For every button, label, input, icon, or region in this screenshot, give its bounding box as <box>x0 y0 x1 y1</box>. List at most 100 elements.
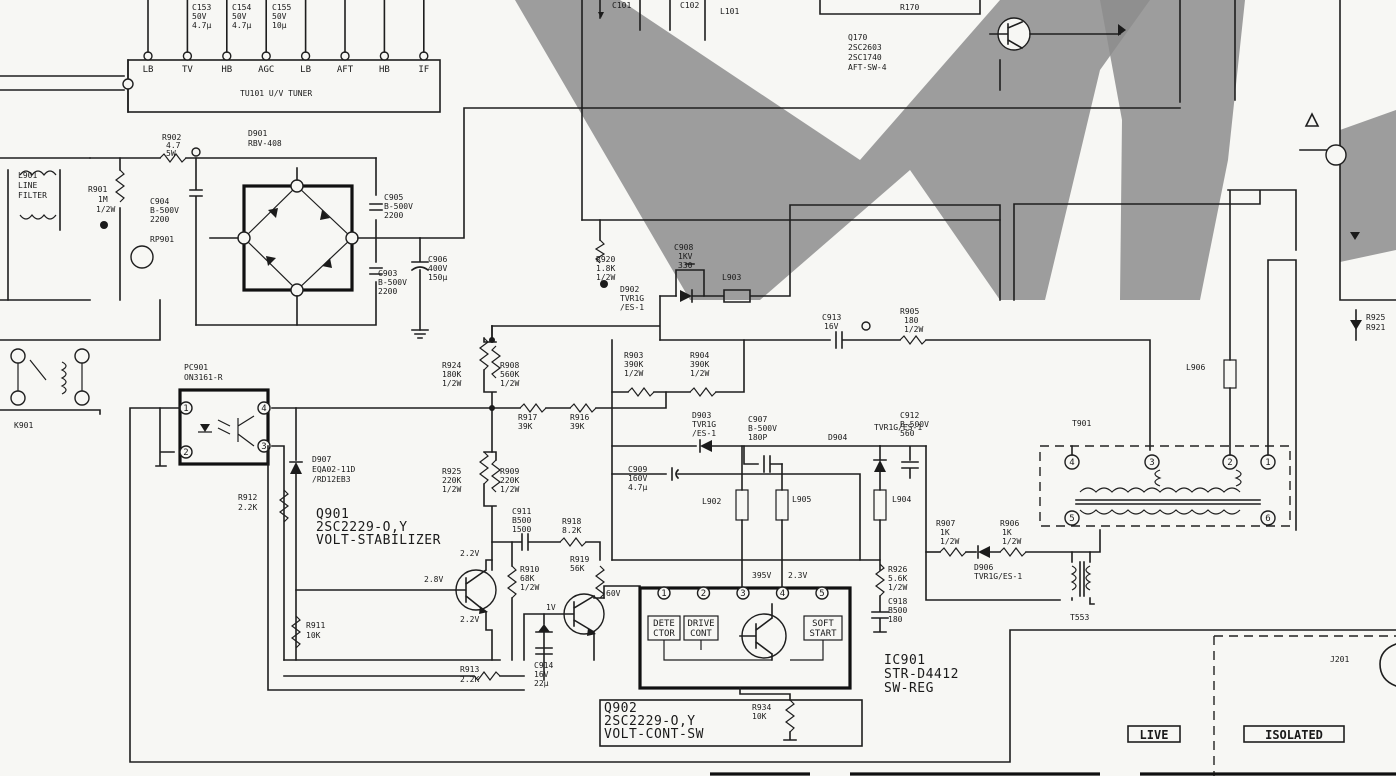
tuner-cap-val1: 50V <box>192 12 207 21</box>
ic901-pin-label: 5 <box>819 589 824 599</box>
q170-role: AFT-SW-4 <box>848 63 887 72</box>
r924-ref: R924 <box>442 361 461 370</box>
c905-ref: C905 <box>384 193 403 202</box>
q901-part: 2SC2229-O,Y <box>316 520 408 535</box>
ic-block-cont: CONT <box>690 629 712 639</box>
d903-ref: D903 <box>692 411 711 420</box>
d904-ref: D904 <box>828 433 847 442</box>
q902-vc: 60V <box>606 589 621 598</box>
r906-val2: 1/2W <box>1002 537 1021 546</box>
d901-ref: D901 <box>248 129 267 138</box>
ic901-role: SW-REG <box>884 681 934 696</box>
d902-ref: D902 <box>620 285 639 294</box>
d907-part1: EQA02-11D <box>312 465 356 474</box>
l906-coil <box>1223 359 1237 389</box>
c905-val1: B-500V <box>384 202 413 211</box>
c903-ref: C903 <box>378 269 397 278</box>
c912-ref: C912 <box>900 411 919 420</box>
ic901-pin-label: 1 <box>661 589 666 599</box>
ic-block-start: START <box>809 629 837 639</box>
c918-val2: 180 <box>888 615 903 624</box>
c906-ref: C906 <box>428 255 447 264</box>
pc901-pin4: 4 <box>261 404 266 414</box>
l901-ref: L901 <box>18 171 37 180</box>
c906-val2: 150μ <box>428 273 447 282</box>
c908-val1: 1KV <box>678 252 693 261</box>
q901-vb: 2.8V <box>424 575 443 584</box>
r902-ref: R902 <box>162 133 181 142</box>
r918-ref: R918 <box>562 517 581 526</box>
r925b-ref: R925 <box>1366 313 1385 322</box>
tuner-pin-dot <box>182 51 193 61</box>
l906-label: L906 <box>1186 363 1205 372</box>
ic901-pin-dot <box>775 586 790 600</box>
c905-val2: 2200 <box>384 211 403 220</box>
isolation-area: J201 LIVE ISOLATED <box>710 635 1396 776</box>
r919-val1: 56K <box>570 564 585 573</box>
r908-val2: 1/2W <box>500 379 519 388</box>
top-parts: C101 C102 L101 R170 Q170 2SC2603 2SC1740… <box>581 0 1396 301</box>
tuner-label: TU101 U/V TUNER <box>240 89 312 98</box>
r910-val1: 68K <box>520 574 535 583</box>
r909-ref: R909 <box>500 467 519 476</box>
c903-val2: 2200 <box>378 287 397 296</box>
right-edge-parts: R925 R921 <box>1299 112 1385 341</box>
tuner-cap-ref: C155 <box>272 3 291 12</box>
r920-val1: 1.8K <box>596 264 615 273</box>
c907-val2: 180P <box>748 433 767 442</box>
ic-block-dete: DETE <box>653 619 675 629</box>
r905-ref: R905 <box>900 307 919 316</box>
r911-ref: R911 <box>306 621 325 630</box>
q170-part1: 2SC2603 <box>848 43 882 52</box>
r901-val1: 1M <box>98 195 108 204</box>
r917-val1: 39K <box>518 422 533 431</box>
r924-val2: 1/2W <box>442 379 461 388</box>
r924-val1: 180K <box>442 370 461 379</box>
pc901-part: ON3161-R <box>184 373 223 382</box>
q902-part: 2SC2229-O,Y <box>604 714 696 729</box>
c912-val2: 560 <box>900 429 915 438</box>
d907-part2: /RD12EB3 <box>312 475 351 484</box>
d903-val1: TVR1G <box>692 420 716 429</box>
c909-val2: 4.7μ <box>628 483 647 492</box>
l903-label: L903 <box>722 273 741 282</box>
r903-val2: 1/2W <box>624 369 643 378</box>
r903-val1: 390K <box>624 360 643 369</box>
l901-filter: FILTER <box>18 191 47 200</box>
c908-val2: 330 <box>678 261 693 270</box>
ic-block-ctor: CTOR <box>653 629 675 639</box>
r919-ref: R919 <box>570 555 589 564</box>
q902-ref: Q902 <box>604 701 637 716</box>
c907-val1: B-500V <box>748 424 777 433</box>
r904-ref: R904 <box>690 351 709 360</box>
r925-val2: 1/2W <box>442 485 461 494</box>
tuner-cap-val1: 50V <box>272 12 287 21</box>
r909-val2: 1/2W <box>500 485 519 494</box>
r908-ref: R908 <box>500 361 519 370</box>
background-watermark <box>515 0 1396 300</box>
right-lower-section: R926 5.6K 1/2W C918 B500 180 R907 1K 1/2… <box>871 445 1101 633</box>
j201-label: J201 <box>1330 655 1349 664</box>
t901-pin-label: 5 <box>1069 514 1074 524</box>
tuner-pin-label: AFT <box>337 65 354 75</box>
r916-val1: 39K <box>570 422 585 431</box>
r905-val2: 1/2W <box>904 325 923 334</box>
r909-val1: 220K <box>500 476 519 485</box>
c101-label: C101 <box>612 1 631 10</box>
live-tag: LIVE <box>1140 728 1169 742</box>
d907-ref: D907 <box>312 455 331 464</box>
r920-ref: R920 <box>596 255 615 264</box>
q901-ref: Q901 <box>316 507 349 522</box>
d901-part: RBV-408 <box>248 139 282 148</box>
r902-val2: 5W <box>166 149 176 158</box>
c903-val1: B-500V <box>378 278 407 287</box>
pc901-pin3: 3 <box>261 442 266 452</box>
ic901-v4: 2.3V <box>788 571 807 580</box>
pc901-optocoupler: 1 2 4 3 PC901 ON3161-R <box>129 363 1396 763</box>
r902-val1: 4.7 <box>166 141 181 150</box>
snubber-section: D903 TVR1G /ES-1 C907 B-500V 180P D904 T… <box>611 411 929 587</box>
